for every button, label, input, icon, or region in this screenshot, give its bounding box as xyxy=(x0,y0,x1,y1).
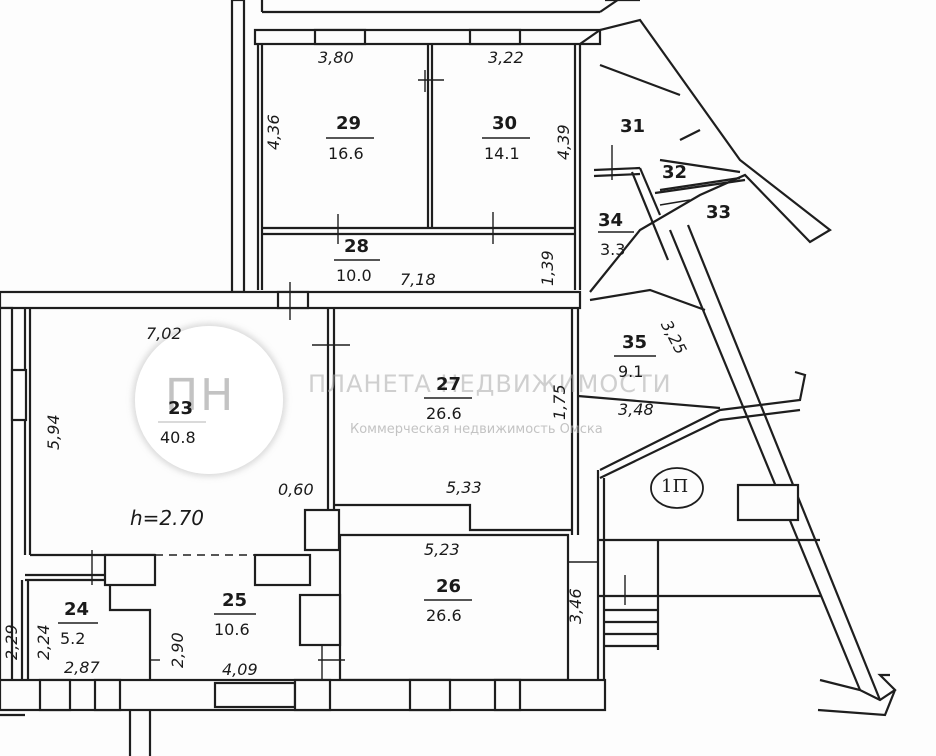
room-number-27: 27 xyxy=(436,374,462,395)
watermark-logo-text: ПН xyxy=(165,370,236,421)
dimension-label: 1,75 xyxy=(550,384,569,420)
room-area-26: 26.6 xyxy=(426,606,462,625)
section-label: 1П xyxy=(661,476,689,497)
room-area-29: 16.6 xyxy=(328,144,364,163)
dimension-label: 2,90 xyxy=(168,632,187,668)
dimension-label: 0,60 xyxy=(278,480,314,499)
room-area-30: 14.1 xyxy=(484,144,520,163)
room-number-24: 24 xyxy=(64,599,90,620)
room-number-34: 34 xyxy=(598,210,624,231)
room-area-24: 5.2 xyxy=(60,629,86,648)
watermark-logo: ПН xyxy=(135,326,283,474)
dimension-label: 5,33 xyxy=(446,478,482,497)
dimension-label: 2,87 xyxy=(64,658,100,677)
dimension-label: 5,23 xyxy=(424,540,460,559)
dimension-label: 3,22 xyxy=(488,48,524,67)
ceiling-height-note: h=2.70 xyxy=(130,506,204,530)
room-number-23: 23 xyxy=(168,398,194,419)
room-number-26: 26 xyxy=(436,576,462,597)
room-area-25: 10.6 xyxy=(214,620,250,639)
watermark-tagline: Коммерческая недвижимость Омска xyxy=(350,422,603,437)
dimension-label: 3,80 xyxy=(318,48,354,67)
dimension-label: 4,36 xyxy=(264,114,283,150)
dimension-label: 3,48 xyxy=(618,400,654,419)
room-number-31: 31 xyxy=(620,116,646,137)
dimension-label: 7,02 xyxy=(146,324,182,343)
room-number-35: 35 xyxy=(622,332,648,353)
dimension-label: 4,39 xyxy=(554,124,573,160)
dimension-label: 1,39 xyxy=(538,250,557,286)
room-area-28: 10.0 xyxy=(336,266,372,285)
dimension-label: 3,46 xyxy=(566,588,585,624)
dimension-label: 7,18 xyxy=(400,270,436,289)
dimension-label: 2,29 xyxy=(2,624,21,660)
watermark-company: ПЛАНЕТА НЕДВИЖИМОСТИ xyxy=(308,370,672,398)
dimension-label: 2,24 xyxy=(34,624,53,660)
room-number-32: 32 xyxy=(662,162,688,183)
room-number-33: 33 xyxy=(706,202,732,223)
room-area-34: 3.3 xyxy=(600,240,626,259)
dimension-label: 5,94 xyxy=(44,414,63,450)
room-number-30: 30 xyxy=(492,113,518,134)
room-area-27: 26.6 xyxy=(426,404,462,423)
dimension-label: 4,09 xyxy=(222,660,258,679)
room-area-35: 9.1 xyxy=(618,362,644,381)
room-number-25: 25 xyxy=(222,590,248,611)
room-area-23: 40.8 xyxy=(160,428,196,447)
room-number-28: 28 xyxy=(344,236,370,257)
room-number-29: 29 xyxy=(336,113,362,134)
